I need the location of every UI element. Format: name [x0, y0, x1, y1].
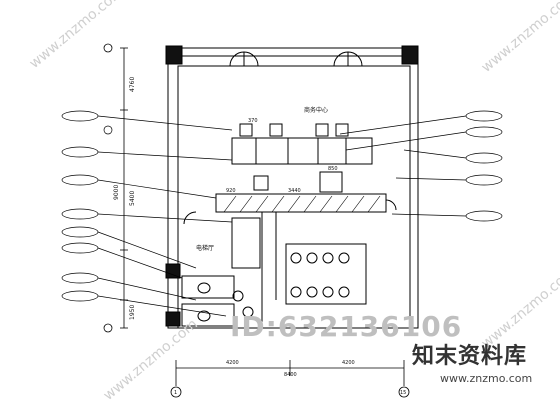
- inner-dim-4: 850: [328, 166, 338, 172]
- dim-horizontal-left: 4200: [226, 360, 239, 366]
- axis-label-right: 15: [400, 390, 406, 396]
- dim-top: 4760: [129, 77, 136, 92]
- column-tl: [165, 45, 183, 65]
- right-callouts: [339, 110, 503, 222]
- inner-dim-3: 3440: [288, 188, 301, 194]
- toilet-room: [181, 303, 235, 327]
- watermark-url: www.znzmo.com: [440, 372, 533, 385]
- chair: [335, 123, 349, 137]
- column-tr: [401, 45, 419, 65]
- inner-dim-1: 370: [248, 118, 258, 124]
- chair: [315, 123, 329, 137]
- door-swing-5: [385, 199, 397, 211]
- watermark-logo: 知末资料库: [412, 344, 528, 369]
- chair: [319, 171, 343, 193]
- inner-dim-2: 920: [226, 188, 236, 194]
- toilet-room: [181, 275, 235, 299]
- column-ml: [165, 263, 181, 279]
- door-swing-2: [243, 51, 259, 67]
- room-label-business: 商务中心: [304, 106, 328, 114]
- conference-table: [285, 243, 367, 305]
- dim-bottom: 1950: [129, 305, 136, 320]
- dim-lower: 5400: [129, 191, 136, 206]
- bottom-dimension-chain: [170, 360, 410, 398]
- chair: [239, 123, 253, 137]
- column-bl: [165, 311, 181, 327]
- chair: [269, 123, 283, 137]
- door-swing-3: [333, 51, 349, 67]
- room-label-electrical: 电梯厅: [196, 244, 214, 252]
- door-swing-4: [347, 51, 363, 67]
- electrical-room: [231, 217, 261, 269]
- desk-row: [231, 137, 373, 165]
- dim-middle: 9000: [113, 185, 120, 200]
- corridor-partition: [215, 193, 387, 213]
- left-dimension-chain: [103, 43, 128, 333]
- dim-horizontal-total: 8400: [284, 372, 297, 378]
- door-swing-6: [183, 211, 197, 225]
- axis-label-left: 1: [174, 390, 177, 396]
- chair: [253, 175, 269, 191]
- left-callouts: [61, 110, 233, 317]
- watermark-id: ID:632136106: [230, 310, 463, 343]
- inner-wall: [177, 65, 411, 329]
- door-swing-1: [229, 51, 245, 67]
- dim-horizontal-right: 4200: [342, 360, 355, 366]
